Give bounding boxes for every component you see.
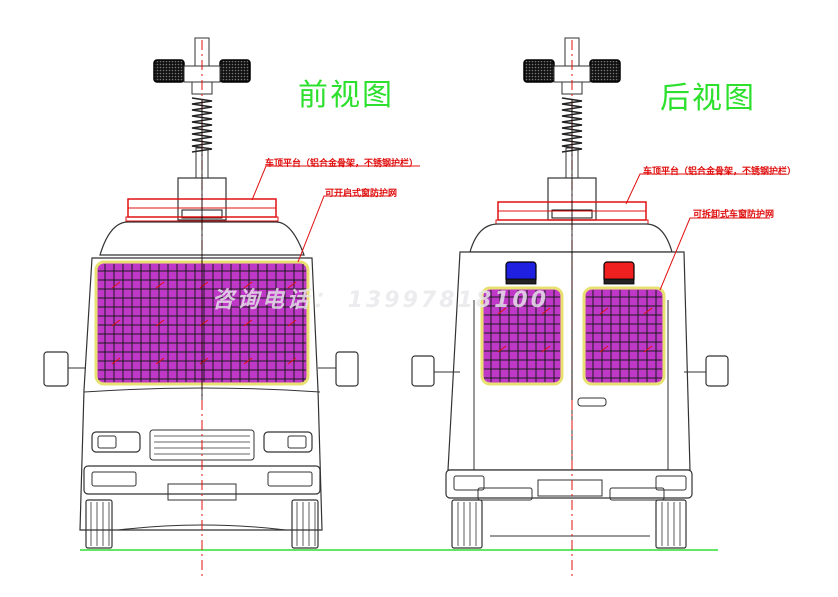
front-roof-platform-label: 车顶平台（铝合金骨架，不锈钢护栏） [265,159,419,169]
floodlight-icon [219,59,251,83]
mesh-hatch [199,281,209,289]
roof-callout-leader [251,165,420,201]
mesh-hatch [497,307,507,315]
mesh-hatch [243,281,253,289]
mesh-hatch [541,345,551,353]
rear-door-handle [577,397,607,407]
mesh-hatch [541,307,551,315]
mesh-hatch [599,345,609,353]
headlight-lens [287,435,307,449]
mesh-hatch [287,357,297,365]
mesh-hatch [199,319,209,327]
mesh-hatch [287,319,297,327]
rear-right-wheel [655,499,687,549]
floodlight-icon [523,59,555,83]
mast-spring-coil [561,97,583,153]
beacon-base [603,278,635,285]
front-window-mesh-label: 可开启式窗防护网 [325,189,398,199]
rear-right-mirror [705,355,729,387]
rear-bumper [445,469,693,499]
front-right-wheel [291,499,319,549]
mesh-hatch [643,345,653,353]
rear-left-wheel [451,499,483,549]
rear-window-mesh-label: 可拆卸式车窗防护网 [693,210,775,220]
left-mirror [43,351,69,387]
front-left-wheel [85,499,113,549]
beacon-base [505,278,537,285]
mesh-hatch [497,345,507,353]
mesh-hatch [111,281,121,289]
right-mirror [335,351,359,387]
rear-tail-lamp [655,475,687,491]
roof-callout-leader [625,173,786,205]
rear-view-title: 后视图 [660,81,756,116]
rear-tail-lamp [453,475,485,491]
mesh-hatch [155,357,165,365]
mesh-hatch [243,319,253,327]
rear-view [411,37,786,580]
mesh-hatch [599,307,609,315]
rear-left-mirror [411,355,435,387]
front-view-title: 前视图 [298,78,394,113]
mesh-hatch [287,281,297,289]
rear-step [477,487,533,501]
mesh-hatch [155,319,165,327]
fog-lamp [267,471,313,487]
mesh-hatch [243,357,253,365]
rear-right-window-mesh [582,286,666,386]
mesh-hatch [111,319,121,327]
mesh-hatch [155,281,165,289]
rear-roof-platform-label: 车顶平台（铝合金骨架，不锈钢护栏） [643,167,797,177]
rear-roof [469,223,673,253]
rear-step [609,487,665,501]
mesh-hatch [199,357,209,365]
floodlight-icon [153,59,185,83]
mesh-hatch [643,307,653,315]
mesh-callout-leader [659,217,770,291]
headlight-lens [97,435,117,449]
front-view [43,37,420,580]
mesh-hatch [111,357,121,365]
fog-lamp [91,471,137,487]
floodlight-icon [589,59,621,83]
mast-spring-coil [191,97,213,153]
rear-license-plate [537,479,603,497]
mesh-callout-leader [297,195,392,263]
phone-watermark: 咨询电话： 13997818100 [212,288,550,313]
